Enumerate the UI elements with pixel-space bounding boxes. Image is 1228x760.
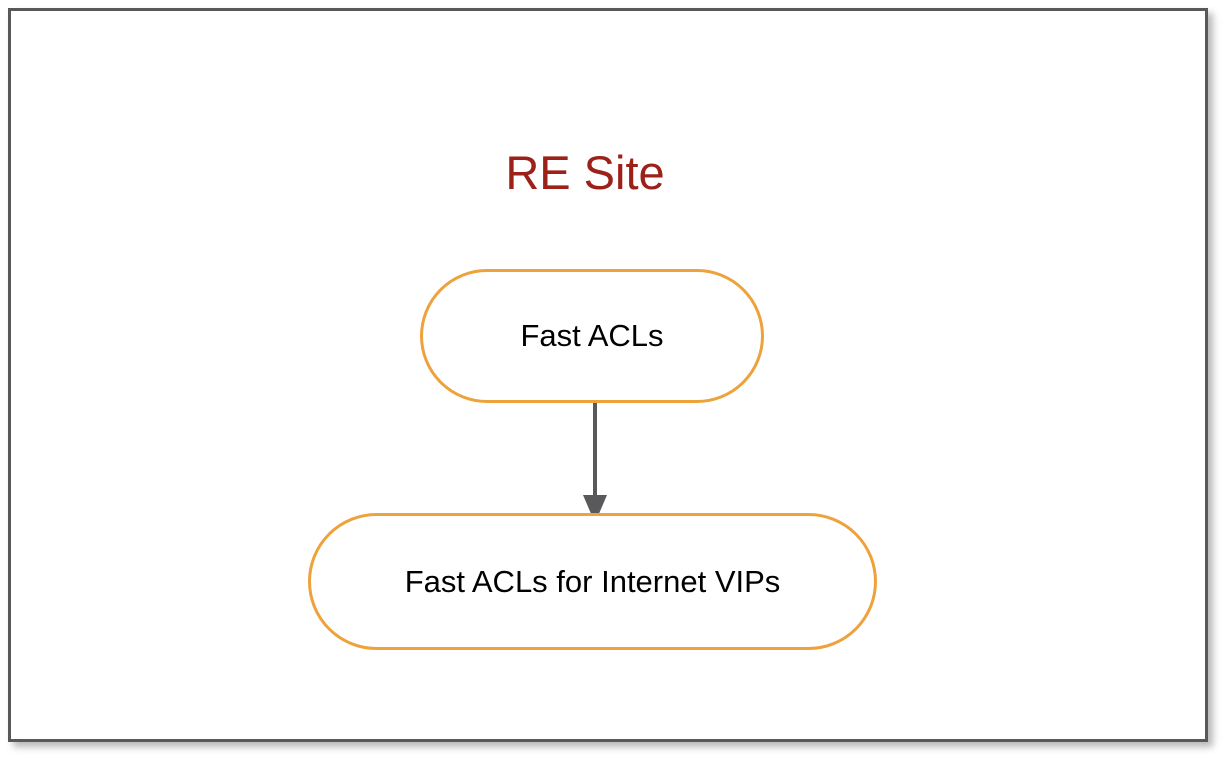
node-fast-acls-for-internet-vips-label: Fast ACLs for Internet VIPs (404, 563, 781, 599)
arrowhead-icon (583, 495, 607, 523)
node-fast-acls[interactable]: Fast ACLs (420, 269, 764, 403)
node-fast-acls-for-internet-vips[interactable]: Fast ACLs for Internet VIPs (308, 513, 877, 650)
page-title: RE Site (505, 146, 665, 200)
connector-arrow-fast-acls-to-internet-vips (583, 393, 607, 523)
slide-frame: RE Site Fast ACLs Fast ACLs for Internet… (8, 8, 1208, 742)
node-fast-acls-label: Fast ACLs (520, 318, 664, 353)
